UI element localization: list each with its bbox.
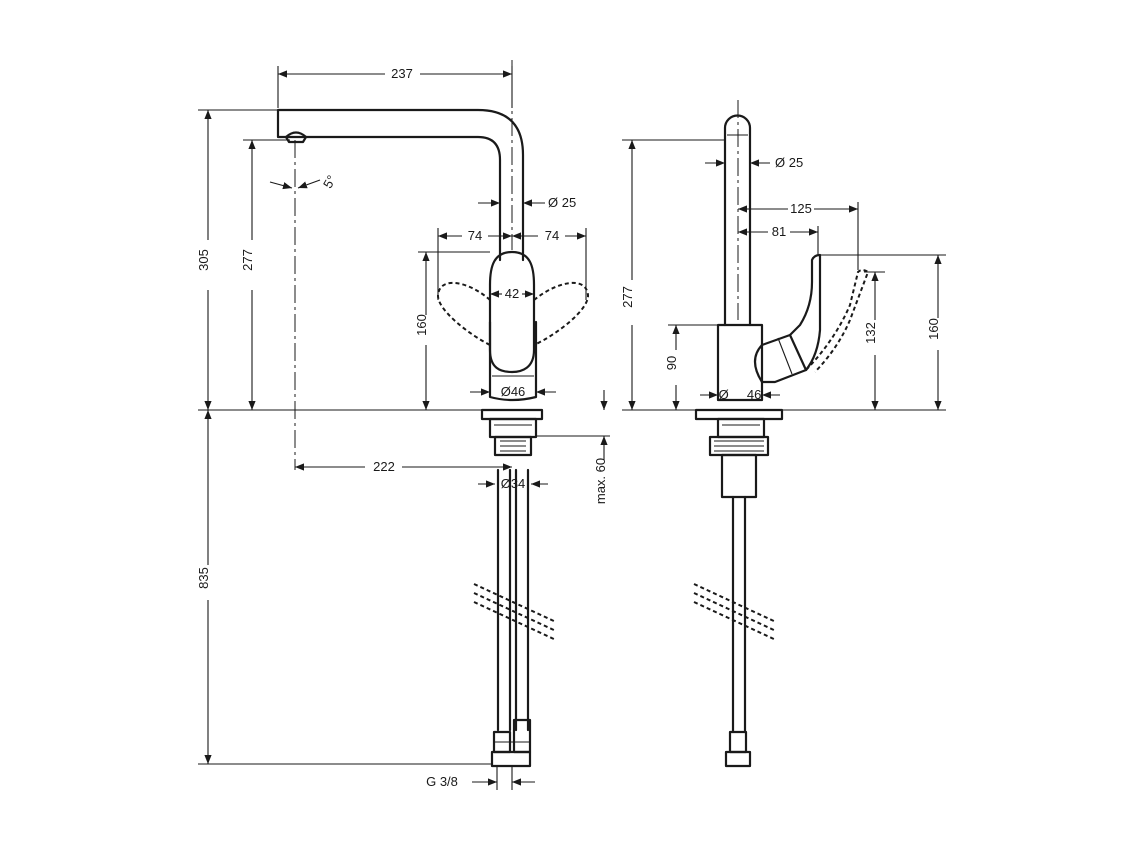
base-plate <box>480 408 544 421</box>
mixer-body <box>488 320 538 402</box>
dim-222: 222 <box>373 459 395 474</box>
dim-dia25-front: Ø 25 <box>548 195 576 210</box>
lever-handle <box>488 250 536 374</box>
dim-160-front: 160 <box>414 314 429 336</box>
dim-74-left: 74 <box>468 228 482 243</box>
side-lever-raised <box>805 269 870 373</box>
side-pipe <box>723 114 752 327</box>
dim-74-right: 74 <box>545 228 559 243</box>
side-view <box>693 100 870 768</box>
dim-dia46-front: Ø46 <box>501 384 526 399</box>
dim-835: 835 <box>196 567 211 589</box>
front-view <box>276 60 590 768</box>
dim-125: 125 <box>790 201 812 216</box>
dim-160-side: 160 <box>926 318 941 340</box>
dim-277-side: 277 <box>620 286 635 308</box>
side-dimensions <box>622 139 946 411</box>
aerator <box>284 131 308 144</box>
dim-237: 237 <box>391 66 413 81</box>
lever-swing-right <box>533 281 590 346</box>
dim-81: 81 <box>772 224 786 239</box>
dim-42: 42 <box>505 286 519 301</box>
side-labels: Ø 25 125 81 277 90 Ø 46 132 160 <box>620 155 941 402</box>
dim-dia34: Ø34 <box>501 476 526 491</box>
dim-305: 305 <box>196 249 211 271</box>
side-base-plate <box>694 408 784 421</box>
spout-outline <box>276 108 525 262</box>
front-labels: 237 305 277 5° Ø 25 74 74 42 160 Ø46 222… <box>196 66 608 789</box>
dim-277-front: 277 <box>240 249 255 271</box>
dim-90: 90 <box>664 356 679 370</box>
dim-max60: max. 60 <box>593 458 608 504</box>
side-lever <box>788 253 822 372</box>
dim-132: 132 <box>863 322 878 344</box>
dim-dia46-side: Ø 46 <box>719 387 762 402</box>
dim-5deg: 5° <box>320 173 339 191</box>
dim-dia25-side: Ø 25 <box>775 155 803 170</box>
dim-g38: G 3/8 <box>426 774 458 789</box>
front-dimensions <box>198 66 610 790</box>
lever-swing-left <box>436 281 491 346</box>
